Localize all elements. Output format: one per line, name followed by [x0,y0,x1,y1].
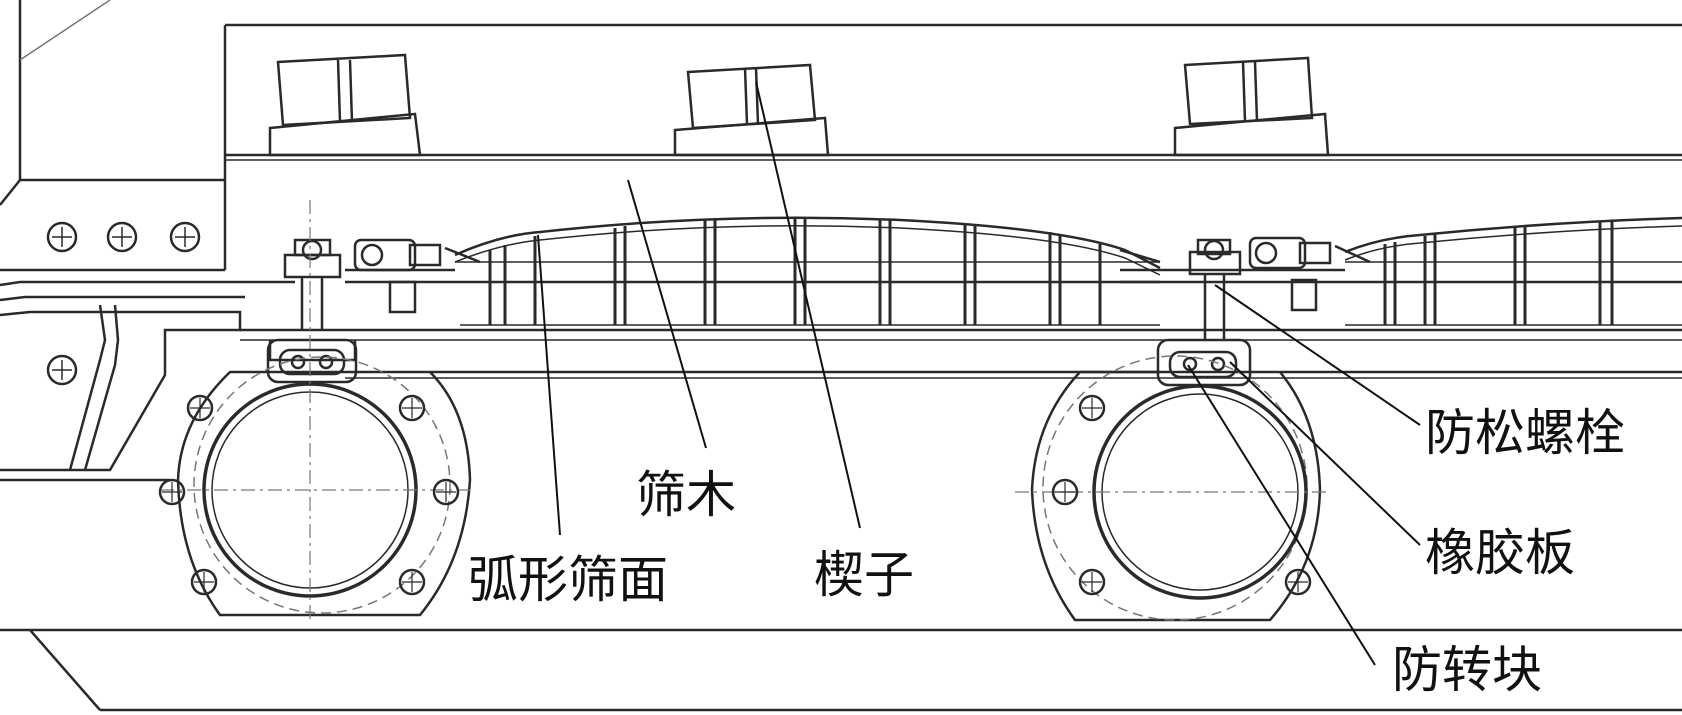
side-plate [46,221,201,386]
leader-lines [537,81,1421,666]
clamp-assembly-2 [1120,236,1345,340]
wedge-block-3 [1173,56,1330,157]
anti-rotation-block-1 [266,338,358,384]
label-wedge: 楔子 [814,546,914,604]
flange-housing-2 [1015,355,1330,622]
curved-screen-surface-2 [1334,216,1682,326]
screen-bars-2 [1383,221,1614,325]
corner-frame [0,0,227,272]
label-curved-screen-surface: 弧形筛面 [468,551,668,609]
label-screen-wood: 筛木 [636,466,736,524]
wedge-block-2 [673,63,830,157]
wedge-block-1 [268,53,422,157]
deck-rail [240,328,1682,379]
clamp-assembly-1 [268,238,455,362]
label-anti-loosening-bolt: 防松螺栓 [1425,404,1625,462]
label-rubber-plate: 橡胶板 [1425,524,1575,582]
bottom-frame [0,628,1682,712]
left-bracket [0,280,295,482]
flange-housing-1 [160,200,472,620]
label-anti-rotation-block: 防转块 [1392,641,1542,699]
screen-bars-1 [488,217,1102,325]
flange-bolts-1 [158,394,460,596]
curved-screen-surface-1 [444,216,1161,326]
upper-beam [225,23,1682,161]
flange-bolts-2 [1051,394,1312,596]
